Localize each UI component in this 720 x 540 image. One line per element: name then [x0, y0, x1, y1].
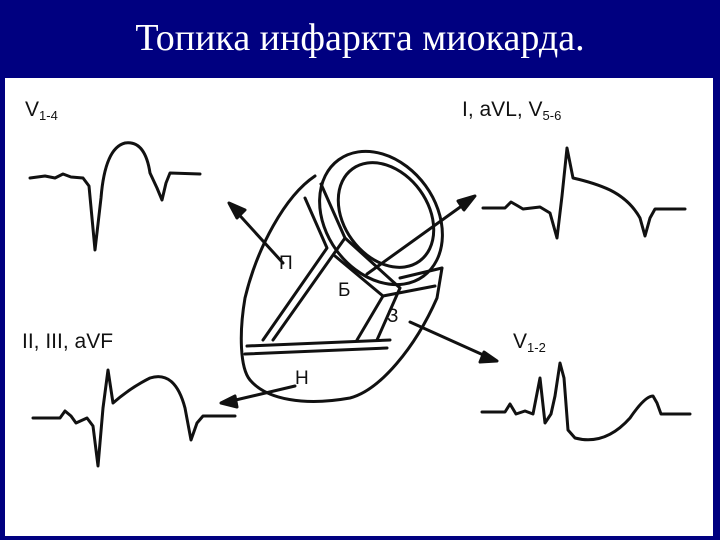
ecg-trace-v1-4 [28, 141, 202, 252]
ecg-trace-v1-2 [480, 361, 692, 442]
lead-label-v1-2: V1-2 [513, 330, 546, 355]
arrow-posterior-head [478, 350, 499, 364]
lead-label-v1-2-main: V [513, 330, 528, 353]
arrow-inferior [225, 384, 297, 404]
heart-cone-model [239, 149, 444, 403]
wall-label-posterior: З [387, 306, 399, 327]
arrow-inferior-head [219, 394, 239, 409]
heart-inferior-band [243, 338, 392, 356]
lead-label-ii-iii-avf-main: II, III, aVF [22, 330, 114, 353]
ecg-trace-ii-iii-avf [31, 368, 237, 468]
arrow-anterior-head [227, 201, 247, 220]
lead-label-v1-4-main: V [25, 98, 40, 121]
slide-title: Топика инфаркта миокарда. [135, 17, 585, 59]
heart-strip-anterior [261, 182, 347, 342]
arrow-anterior [231, 206, 285, 265]
arrow-posterior [408, 320, 492, 360]
lead-label-i-avl-v5-6-main: I, aVL, V [462, 98, 543, 121]
arrow-lateral-head [456, 194, 477, 212]
ecg-diagram-panel: V1-4 I, aVL, V5-6 II, III, aVF V1-2 П Б … [5, 78, 713, 536]
heart-cavity [336, 161, 436, 269]
lead-label-v1-4-sub: 1-4 [39, 108, 58, 123]
wall-label-inferior: Н [295, 368, 309, 389]
ecg-trace-i-avl-v5-6 [481, 146, 687, 240]
lead-label-ii-iii-avf: II, III, aVF [22, 330, 113, 354]
lead-label-i-avl-v5-6-sub: 5-6 [542, 108, 562, 123]
wall-arrows [219, 194, 499, 409]
heart-strip-posterior [381, 266, 444, 298]
lead-label-i-avl-v5-6: I, aVL, V5-6 [462, 98, 561, 123]
lead-label-v1-4: V1-4 [25, 98, 58, 123]
heart-rim-outer [318, 149, 444, 287]
ecg-diagram-svg [28, 141, 692, 468]
arrow-lateral [365, 198, 472, 276]
wall-label-lateral: Б [338, 280, 351, 301]
wall-label-anterior: П [279, 253, 293, 274]
lead-label-v1-2-sub: 1-2 [527, 340, 546, 355]
